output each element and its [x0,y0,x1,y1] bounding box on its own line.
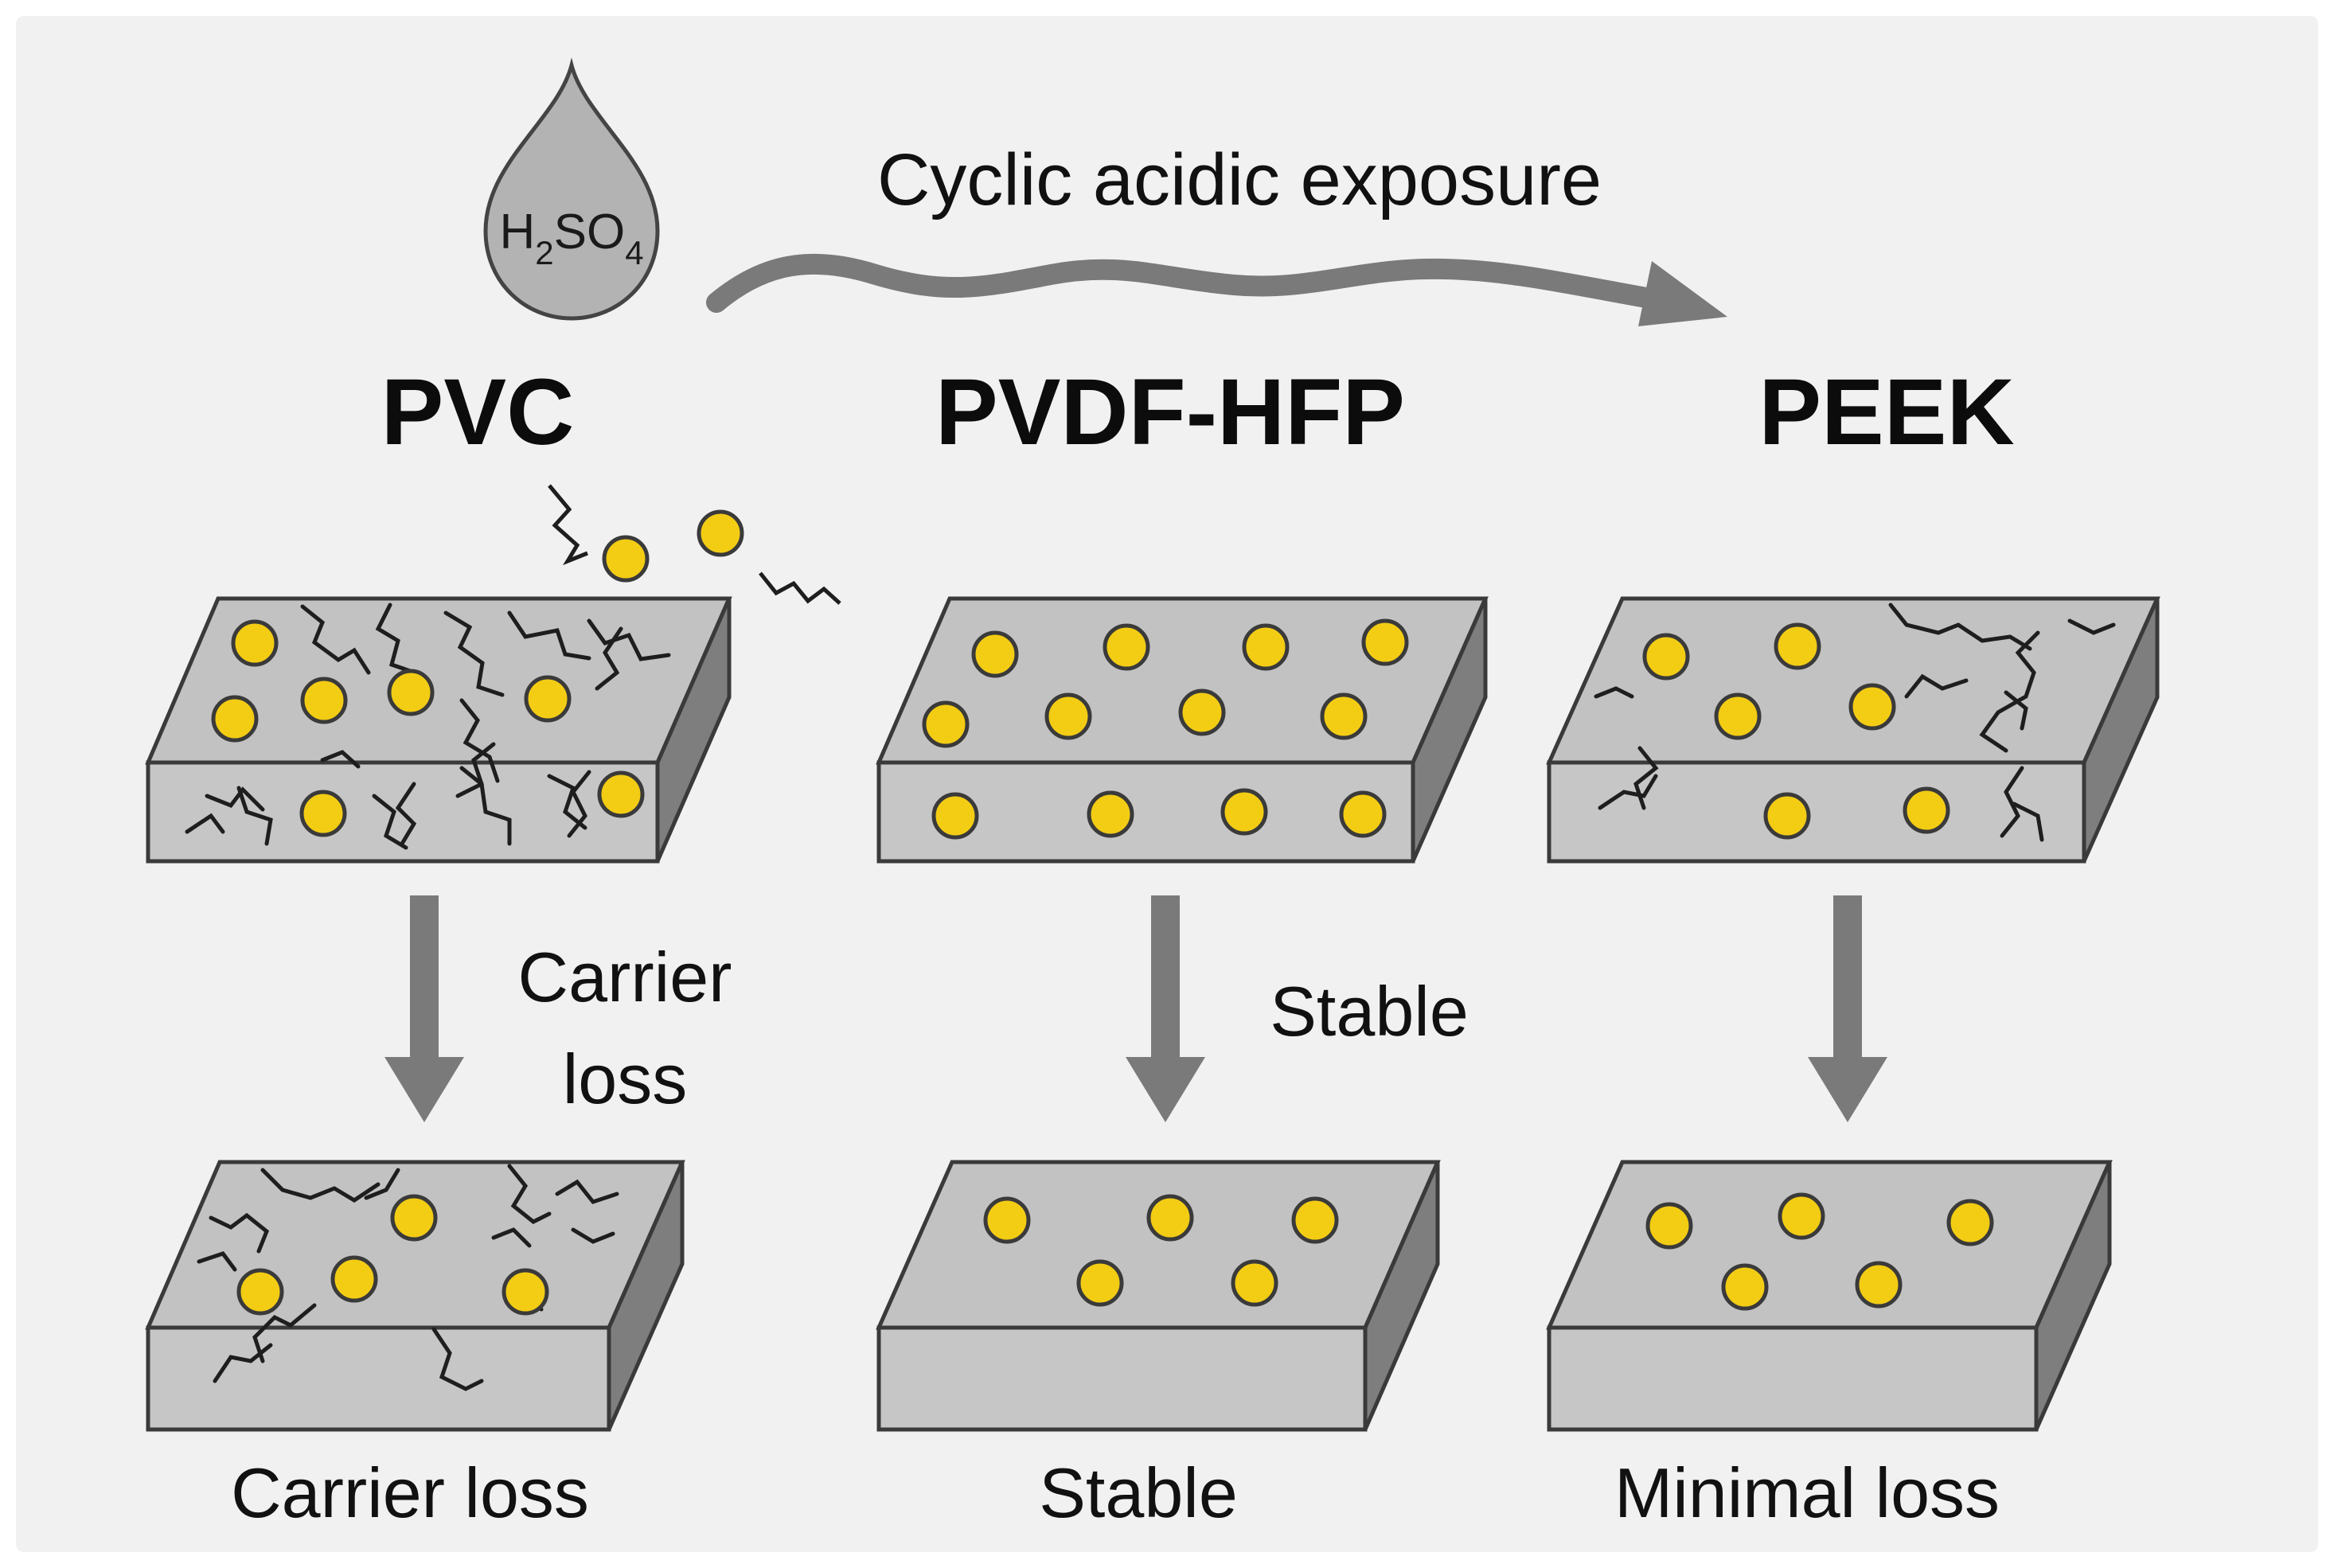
pvc-down-arrow [384,895,464,1122]
pvc-bottom-label: Carrier loss [231,1453,589,1532]
acid-droplet-icon [483,57,660,321]
peek-bottom-slab [1546,1160,2113,1432]
pvdf-hfp-bottom-label: Stable [1039,1453,1238,1532]
peek-top-slab [1546,596,2160,864]
pvc-top-cracks [185,603,671,850]
pvc-escaping-carriers [548,484,841,605]
peek-top-cracks [1594,603,2116,842]
pvc-arrow-label-line2: loss [562,1039,688,1118]
pvc-bottom-cracks [197,1164,619,1391]
peek-bottom-label: Minimal loss [1614,1453,2000,1532]
acid-formula: H2SO4 [499,205,643,271]
pvc-arrow-label-line1: Carrier [517,938,732,1016]
pvc-top-particles [211,619,645,837]
peek-top-particles [1642,622,1950,840]
pvc-title: PVC [381,360,575,465]
pvc-bottom-particles [236,1194,549,1316]
peek-bottom-particles [1645,1192,1994,1311]
pvdf-hfp-bottom-particles [983,1194,1339,1307]
process-label: Cyclic acidic exposure [877,139,1602,220]
peek-title: PEEK [1758,360,2015,465]
process-arrow [706,253,1727,326]
pvdf-hfp-arrow-label: Stable [1270,972,1469,1051]
pvdf-hfp-down-arrow [1126,895,1205,1122]
pvdf-hfp-top-particles [922,618,1409,840]
pvdf-hfp-title: PVDF-HFP [935,360,1405,465]
peek-down-arrow [1808,895,1887,1122]
